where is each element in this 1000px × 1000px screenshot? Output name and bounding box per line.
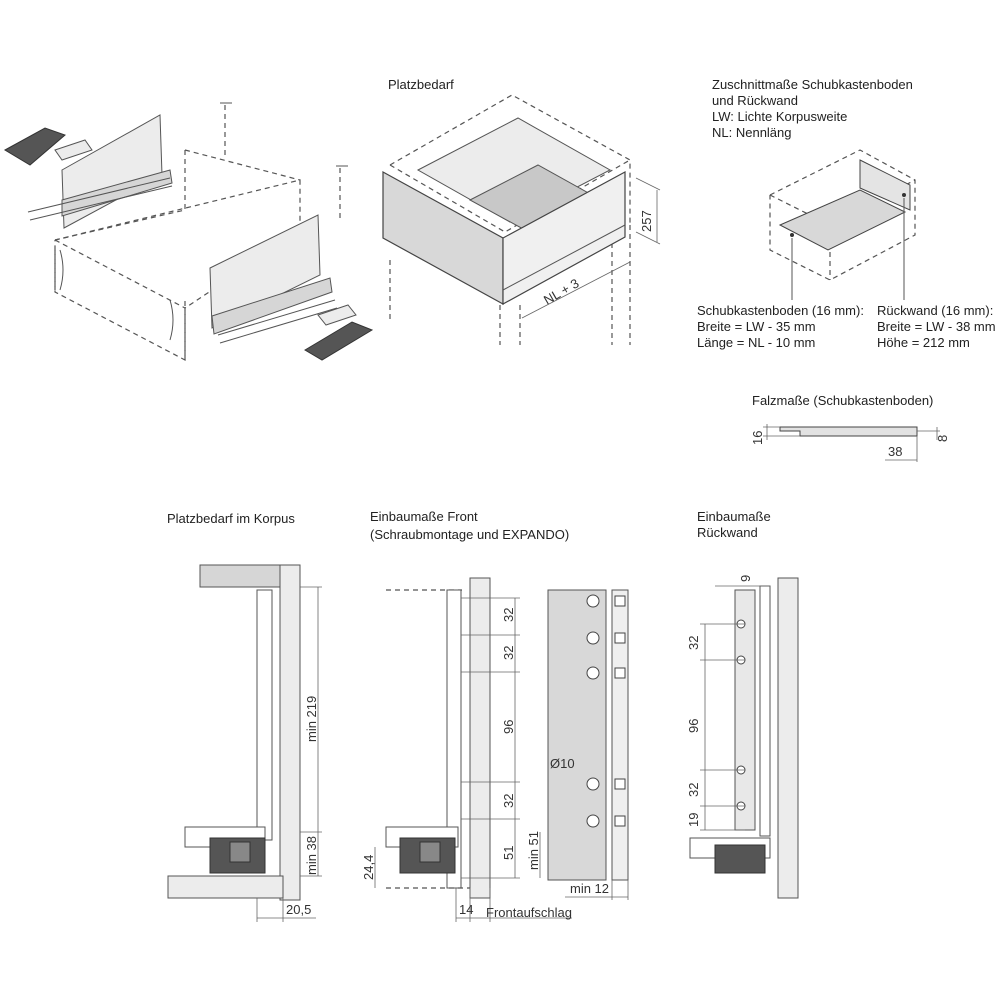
dim-min219: min 219 bbox=[304, 696, 319, 742]
front-dim-24-4: 24,4 bbox=[361, 855, 376, 880]
front-dim-32-a: 32 bbox=[501, 608, 516, 622]
legend-nl: NL: Nennläng bbox=[712, 125, 792, 140]
rueckwand-title-line1: Einbaumaße bbox=[697, 509, 771, 524]
korpus-title: Platzbedarf im Korpus bbox=[167, 511, 295, 526]
front-dim-96: 96 bbox=[501, 720, 516, 734]
front-title: Einbaumaße Front bbox=[370, 509, 478, 524]
falz-profile: 16 8 38 bbox=[750, 424, 950, 462]
rueck-dim-96: 96 bbox=[686, 719, 701, 733]
rueck-dim-32-a: 32 bbox=[686, 636, 701, 650]
rueck-dim-9: 9 bbox=[738, 575, 753, 582]
dim-min38: min 38 bbox=[304, 836, 319, 875]
rueck-breite: Breite = LW - 38 mm bbox=[877, 319, 996, 334]
zuschnitt-title-line1: Zuschnittmaße Schubkastenboden bbox=[712, 77, 913, 92]
boden-breite: Breite = LW - 35 mm bbox=[697, 319, 816, 334]
zuschnitt-title-line2: und Rückwand bbox=[712, 93, 798, 108]
front-subtitle: (Schraubmontage und EXPANDO) bbox=[370, 527, 570, 542]
dim-16: 16 bbox=[750, 431, 765, 445]
boden-laenge: Länge = NL - 10 mm bbox=[697, 335, 816, 350]
front-dim-14: 14 bbox=[459, 902, 473, 917]
front-section: 32 32 96 32 51 min 51 24,4 14 Frontaufsc… bbox=[361, 577, 629, 922]
dim-257: 257 bbox=[639, 210, 654, 232]
platzbedarf-drawer-illustration: 257 NL + 3 bbox=[382, 94, 661, 345]
front-dim-51: 51 bbox=[501, 846, 516, 860]
zuschnitt-box-illustration bbox=[769, 149, 916, 300]
front-frontaufschlag: Frontaufschlag bbox=[486, 905, 572, 920]
legend-lw: LW: Lichte Korpusweite bbox=[712, 109, 848, 124]
front-dim-min51: min 51 bbox=[526, 831, 541, 870]
front-dim-32-c: 32 bbox=[501, 794, 516, 808]
platzbedarf-title: Platzbedarf bbox=[388, 77, 454, 92]
boden-title: Schubkastenboden (16 mm): bbox=[697, 303, 864, 318]
rueckwand-section: 9 32 96 32 19 bbox=[686, 575, 799, 899]
dim-8: 8 bbox=[935, 435, 950, 442]
front-fixing-bracket-top bbox=[3, 127, 93, 166]
front-fixing-bracket-bottom bbox=[304, 304, 374, 361]
rueck-dim-32-b: 32 bbox=[686, 783, 701, 797]
rueck-dim-19: 19 bbox=[686, 813, 701, 827]
front-dim-min12: min 12 bbox=[570, 881, 609, 896]
rueck-hoehe: Höhe = 212 mm bbox=[877, 335, 970, 350]
front-diameter: Ø10 bbox=[550, 756, 575, 771]
rueckwand-title-line2: Rückwand bbox=[697, 525, 758, 540]
korpus-section: min 219 min 38 20,5 bbox=[167, 564, 322, 922]
dim-38: 38 bbox=[888, 444, 902, 459]
exploded-drawer-illustration bbox=[3, 102, 374, 361]
rueck-title: Rückwand (16 mm): bbox=[877, 303, 994, 318]
dim-20-5: 20,5 bbox=[286, 902, 311, 917]
front-dim-32-b: 32 bbox=[501, 646, 516, 660]
falz-title: Falzmaße (Schubkastenboden) bbox=[752, 393, 934, 408]
